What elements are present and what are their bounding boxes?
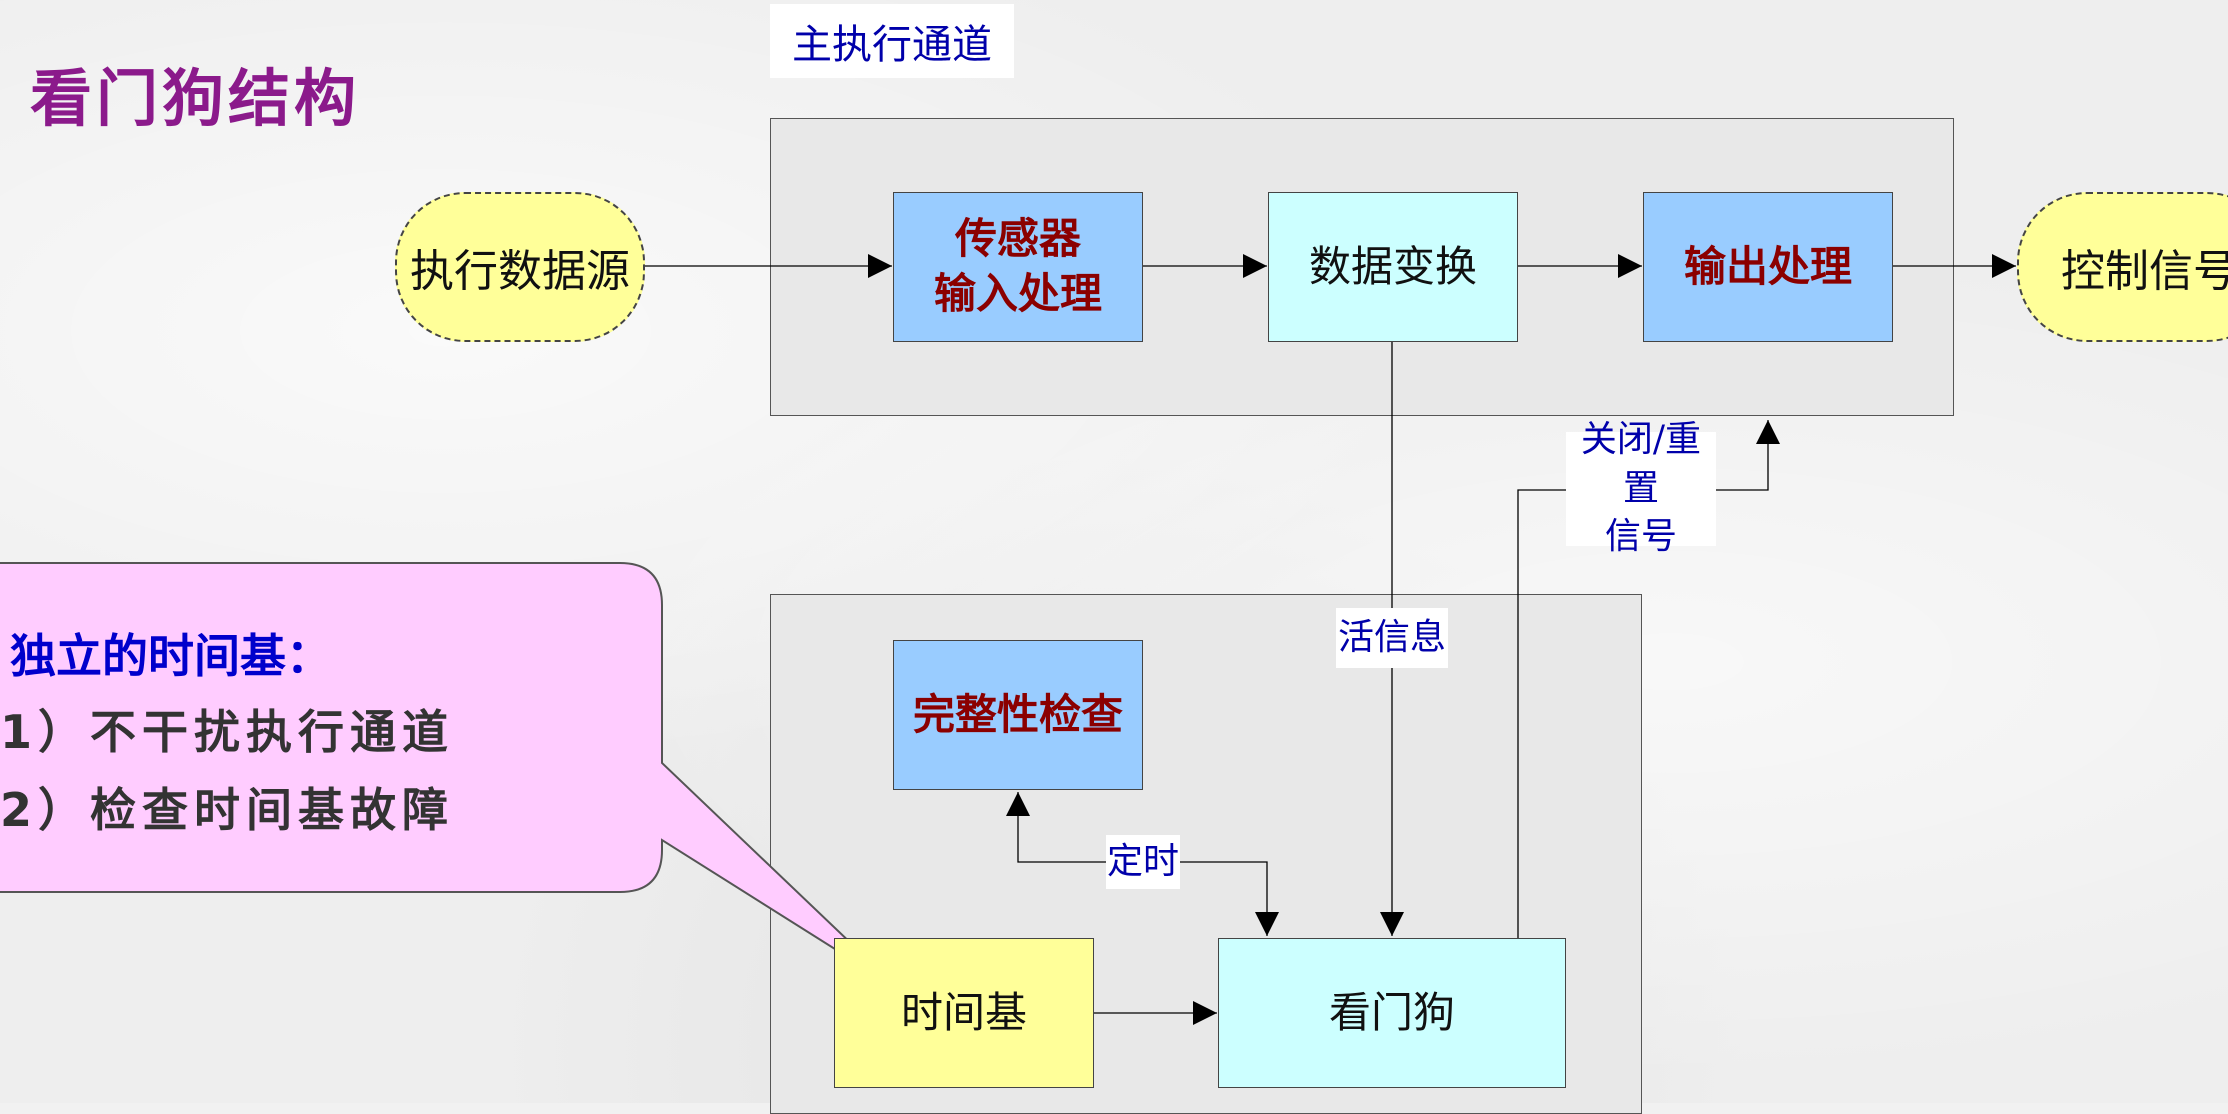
control-signal-node: 控制信号 — [2017, 192, 2228, 342]
page-title: 看门狗结构 — [30, 62, 361, 135]
watchdog-box: 看门狗 — [1218, 938, 1566, 1088]
sensor-input-line2: 输入处理 — [933, 269, 1102, 318]
arrow-timing-to-integrity — [1006, 792, 1143, 863]
integrity-check-box: 完整性检查 — [893, 640, 1143, 790]
timebase-box: 时间基 — [834, 938, 1094, 1088]
main-channel-label: 主执行通道 — [770, 4, 1014, 78]
sensor-input-line1: 传感器 — [954, 214, 1081, 264]
timing-label: 定时 — [1106, 835, 1180, 889]
callout-heading: 独立的时间基： — [10, 629, 332, 683]
source-node: 执行数据源 — [395, 192, 645, 342]
alive-signal-label: 活信息 — [1336, 608, 1448, 668]
reset-signal-line1: 关闭/重置 — [1580, 419, 1702, 509]
arrow-timing-to-watchdog — [1143, 861, 1279, 936]
callout-balloon — [0, 562, 901, 991]
reset-signal-label: 关闭/重置 信号 — [1566, 419, 1716, 557]
callout-item-2: 2）检查时间基故障 — [0, 783, 455, 837]
output-processing-box: 输出处理 — [1643, 192, 1893, 342]
reset-signal-line2: 信号 — [1604, 516, 1677, 558]
callout-item-1: 1）不干扰执行通道 — [0, 705, 455, 759]
sensor-input-box: 传感器 输入处理 — [893, 192, 1143, 342]
data-transform-box: 数据变换 — [1268, 192, 1518, 342]
